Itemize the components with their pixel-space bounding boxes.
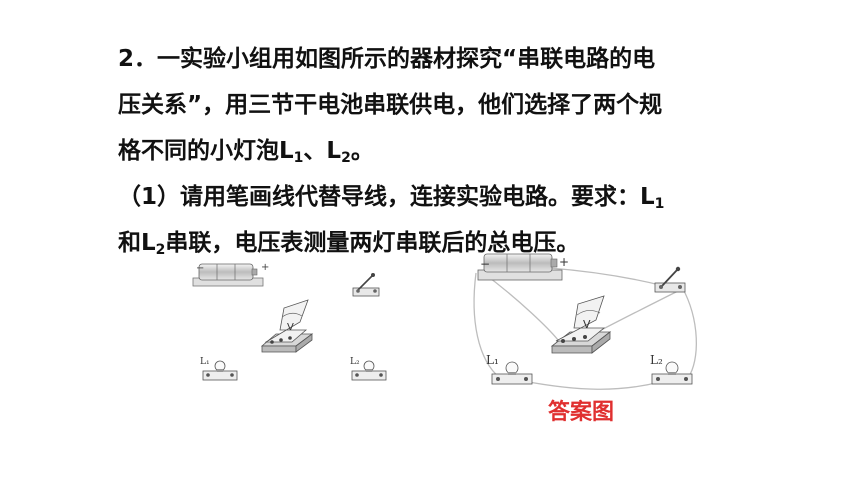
left-lamp-2-label: L₂ [350,357,360,367]
right-voltmeter-symbol: V [583,318,591,331]
right-lamp-1: L₁ [486,353,533,385]
question-text: 2．一实验小组用如图所示的器材探究“串联电路的电 压关系”，用三节干电池串联供电… [118,36,738,266]
left-lamp-2: L₂ [350,357,387,381]
answer-figure-label: 答案图 [548,400,615,425]
right-lamp-1-label: L₁ [486,353,499,367]
right-lamp-2: L₂ [650,353,693,385]
left-switch [352,273,380,297]
question-line-2: 压关系”，用三节干电池串联供电，他们选择了两个规 [118,92,663,118]
left-voltmeter-symbol: V [287,322,294,333]
right-voltmeter: V [550,295,612,354]
right-lamp-2-label: L₂ [650,353,663,367]
right-battery: − + [477,253,569,281]
left-lamp-1-label: L₁ [200,357,210,367]
right-battery-minus: − [480,257,490,271]
question-line-5: 和L2串联，电压表测量两灯串联后的总电压。 [118,230,580,258]
right-switch [654,266,686,293]
question-line-1: 2．一实验小组用如图所示的器材探究“串联电路的电 [118,46,656,72]
question-line-4: （1）请用笔画线代替导线，连接实验电路。要求：L1 [118,184,665,212]
right-battery-plus: + [559,255,569,269]
left-battery-minus: − [196,263,204,274]
left-battery-plus: + [261,262,269,273]
left-lamp-1: L₁ [200,357,238,381]
left-voltmeter: V [260,299,314,353]
question-line-3: 格不同的小灯泡L1、L2。 [118,138,374,166]
left-battery: − + [192,262,269,287]
